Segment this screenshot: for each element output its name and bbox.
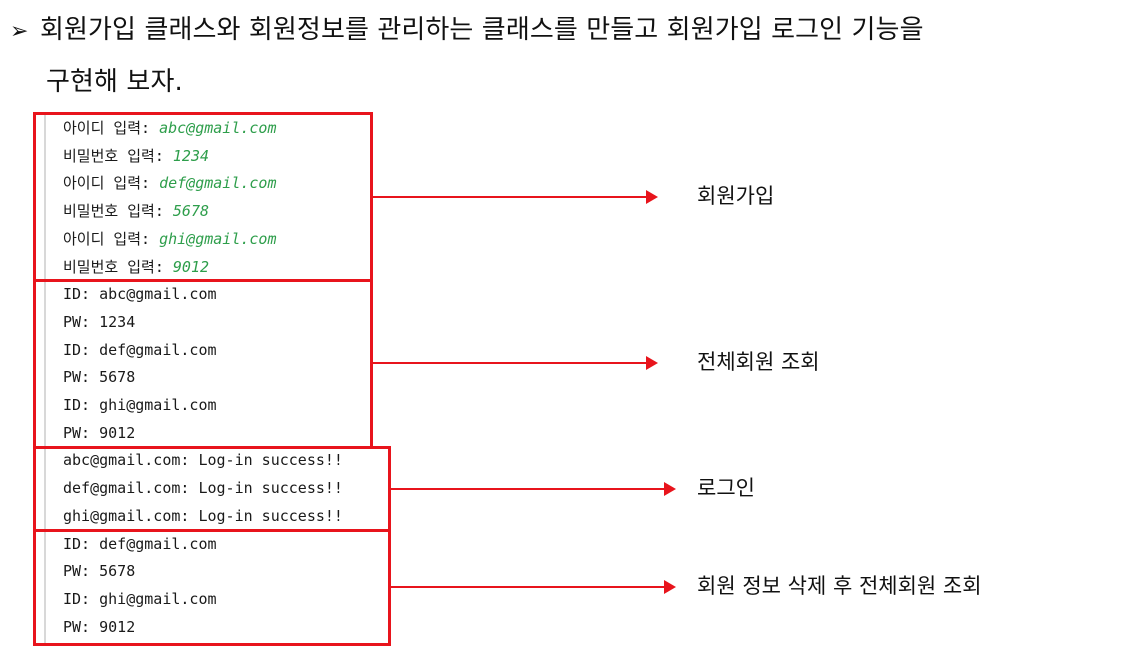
- console-line: PW: 9012: [63, 617, 136, 636]
- input-value: abc@gmail.com: [159, 119, 277, 137]
- console-line: ID: ghi@gmail.com: [63, 396, 217, 414]
- console-line: PW: 1234: [63, 312, 136, 331]
- after-delete-highlight-box: [33, 529, 391, 646]
- arrow-right-icon: [390, 580, 676, 594]
- console-line: 비밀번호 입력: 1234: [63, 146, 210, 165]
- label-login: 로그인: [697, 476, 755, 500]
- signup-highlight-box: [33, 112, 373, 282]
- label-list-all: 전체회원 조회: [697, 350, 820, 374]
- input-value: ghi@gmail.com: [159, 229, 277, 248]
- console-line: 아이디 입력: def@gmail.com: [63, 174, 277, 193]
- console-output: 아이디 입력: abc@gmail.com 비밀번호 입력: 1234 아이디 …: [36, 114, 396, 648]
- heading-text-1: 회원가입 클래스와 회원정보를 관리하는 클래스를 만들고 회원가입 로그인 기…: [40, 15, 924, 45]
- console-line: abc@gmail.com: Log-in success!!: [63, 451, 343, 470]
- arrow-right-icon: [372, 190, 658, 204]
- input-value: 1234: [172, 146, 210, 165]
- arrow-right-icon: [372, 356, 658, 370]
- console-line: PW: 9012: [63, 423, 136, 442]
- arrow-right-icon: [390, 482, 676, 496]
- console-line: 아이디 입력: ghi@gmail.com: [63, 229, 277, 248]
- label-after-delete: 회원 정보 삭제 후 전체회원 조회: [697, 574, 982, 598]
- console-gutter: [44, 114, 46, 644]
- input-value: def@gmail.com: [159, 174, 277, 193]
- console-line: ID: def@gmail.com: [63, 534, 217, 553]
- console-line: ID: ghi@gmail.com: [63, 589, 217, 608]
- label-signup: 회원가입: [697, 184, 775, 208]
- console-line: ID: def@gmail.com: [63, 340, 217, 359]
- console-line: PW: 5678: [63, 368, 136, 387]
- input-value: 9012: [172, 257, 210, 276]
- input-value: 5678: [172, 202, 210, 221]
- console-line: ID: abc@gmail.com: [63, 285, 217, 304]
- heading-line-1: ➢ 회원가입 클래스와 회원정보를 관리하는 클래스를 만들고 회원가입 로그인 …: [10, 14, 924, 48]
- login-highlight-box: [33, 446, 391, 532]
- console-line: 비밀번호 입력: 9012: [63, 257, 210, 276]
- console-line: 비밀번호 입력: 5678: [63, 202, 210, 221]
- list-all-highlight-box: [33, 279, 373, 449]
- arrow-bullet-icon: ➢: [10, 19, 29, 44]
- console-line: ghi@gmail.com: Log-in success!!: [63, 506, 343, 525]
- heading-line-2: 구현해 보자.: [46, 67, 183, 97]
- console-line: 아이디 입력: abc@gmail.com: [63, 119, 277, 137]
- console-line: def@gmail.com: Log-in success!!: [63, 479, 343, 498]
- console-line: PW: 5678: [63, 562, 136, 581]
